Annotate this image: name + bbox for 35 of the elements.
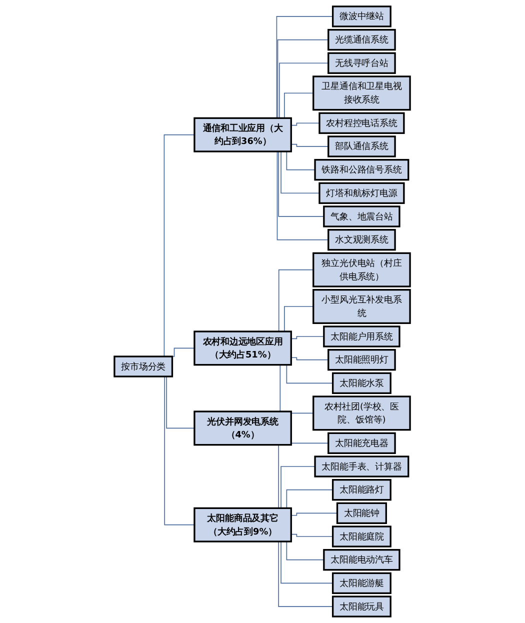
node-box: 光伏并网发电系统（4%） (194, 410, 292, 446)
node-box: 无线寻呼台站 (328, 52, 396, 74)
node-box: 太阳能充电器 (328, 432, 396, 454)
node-box: 独立光伏电站（村庄供电系统） (312, 252, 412, 288)
node-box: 农村和边远地区应用（大约占51%） (194, 330, 292, 366)
node-box: 光缆通信系统 (328, 28, 396, 51)
node-box: 微波中继站 (332, 6, 392, 28)
node-box: 太阳能钟 (336, 502, 388, 524)
node-box: 铁路和公路信号系统 (314, 158, 410, 181)
node-box: 部队通信系统 (328, 136, 396, 158)
node-box: 太阳能游艇 (332, 572, 392, 594)
node-box: 农村程控电话系统 (318, 112, 405, 134)
node-box: 通信和工业应用（大约占到36%） (194, 117, 292, 152)
node-box: 小型风光互补发电系统 (312, 289, 412, 324)
node-box: 太阳能水泵 (332, 372, 392, 394)
node-box: 气象、地震台站 (323, 206, 401, 228)
node-box: 灯塔和航标灯电源 (318, 182, 405, 204)
node-box: 卫星通信和卫星电视接收系统 (312, 76, 412, 111)
node-box: 按市场分类 (114, 356, 174, 378)
node-box: 太阳能照明灯 (328, 349, 396, 371)
connector (290, 144, 330, 147)
connector (290, 534, 334, 537)
node-box: 太阳能庭院 (332, 526, 392, 548)
node-box: 太阳能电动汽车 (323, 549, 401, 571)
connector (290, 336, 325, 340)
connector (290, 357, 330, 360)
node-box: 农村社团(学校、医院、饭馆等) (312, 396, 412, 431)
node-box: 太阳能路灯 (332, 479, 392, 501)
node-box: 太阳能手表、计算器 (314, 456, 410, 478)
node-box: 太阳能玩具 (332, 596, 392, 618)
node-box: 太阳能商品及其它（大约占到9%） (194, 507, 292, 542)
node-box: 太阳能户用系统 (323, 326, 401, 348)
node-box: 水文观测系统 (328, 229, 396, 251)
connector (290, 512, 338, 516)
connector (290, 122, 320, 126)
